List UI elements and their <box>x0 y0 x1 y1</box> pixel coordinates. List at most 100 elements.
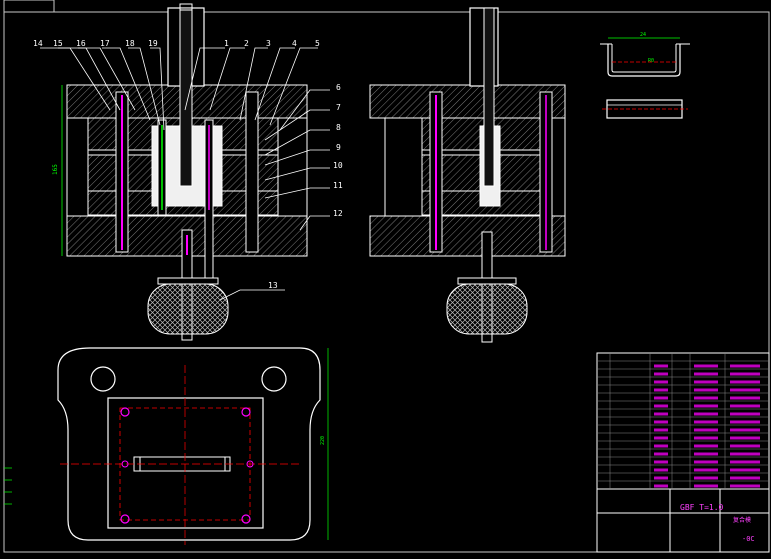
part-label-1: 1 <box>224 39 229 48</box>
title-block-text-mark <box>694 388 718 392</box>
part-label-4: 4 <box>292 39 297 48</box>
corner-box <box>3 0 55 13</box>
title-block-text-mark <box>694 436 718 440</box>
title-block-text-mark <box>654 444 668 448</box>
part-label-9: 9 <box>336 143 341 152</box>
title-block-text-mark <box>730 428 760 432</box>
title-block-text-mark <box>654 364 668 368</box>
side-base-plate <box>369 215 566 257</box>
title-block-text-mark <box>694 420 718 424</box>
title-block: GBF T=1.0 复合模 -0C <box>596 352 770 553</box>
svg-text:R0: R0 <box>648 58 654 64</box>
title-block-text-mark <box>730 388 760 392</box>
side-shank-inner <box>483 7 495 187</box>
title-block-text-mark <box>654 484 668 488</box>
part-label-3: 3 <box>266 39 271 48</box>
height-dimension: 165 <box>52 85 63 256</box>
title-block-text-mark <box>654 404 668 408</box>
sheet-border <box>3 11 770 553</box>
side-buffer-rubber <box>446 283 528 335</box>
title-block-text-mark <box>654 476 668 480</box>
title-block-text-mark <box>654 452 668 456</box>
title-block-text-mark <box>694 476 718 480</box>
corner-mark: -0C <box>742 535 755 543</box>
title-block-text-mark <box>654 428 668 432</box>
part-label-14: 14 <box>33 39 43 48</box>
guide-post-right <box>245 91 259 253</box>
title-block-text-mark <box>694 428 718 432</box>
title-block-text-mark <box>694 396 718 400</box>
drawing-title-label: 复合模 <box>733 516 751 524</box>
part-label-19: 19 <box>148 39 158 48</box>
title-block-text-mark <box>694 404 718 408</box>
side-block-l <box>384 117 423 217</box>
title-block-text-mark <box>730 444 760 448</box>
svg-text:220: 220 <box>320 436 326 445</box>
title-block-text-mark <box>730 468 760 472</box>
buffer-rubber <box>147 283 229 335</box>
side-block-right <box>277 117 308 217</box>
title-block-text-mark <box>654 436 668 440</box>
title-block-text-mark <box>694 484 718 488</box>
part-label-10: 10 <box>333 161 343 170</box>
part-label-2: 2 <box>244 39 249 48</box>
plan-view: 220 <box>4 347 329 545</box>
side-block-r <box>551 117 566 217</box>
title-block-text-mark <box>694 468 718 472</box>
side-top-plate <box>369 84 566 119</box>
side-buffer-nuts <box>457 277 517 285</box>
part-label-13: 13 <box>268 281 278 290</box>
part-label-group: 14 15 16 17 18 19 1 2 3 4 5 6 7 8 9 10 1… <box>33 39 343 290</box>
title-block-text-mark <box>730 364 760 368</box>
title-block-text-mark <box>654 468 668 472</box>
leader-lines <box>40 47 330 301</box>
title-block-text-mark <box>730 420 760 424</box>
title-block-text-mark <box>694 372 718 376</box>
title-block-text-mark <box>730 380 760 384</box>
svg-text:24: 24 <box>640 32 646 38</box>
part-label-16: 16 <box>76 39 86 48</box>
title-block-text-mark <box>730 396 760 400</box>
side-view-right <box>369 7 566 343</box>
part-flat-view <box>602 99 688 119</box>
title-block-text-mark <box>654 460 668 464</box>
title-block-text-mark <box>730 484 760 488</box>
title-block-text-mark <box>654 388 668 392</box>
title-block-text-mark <box>694 380 718 384</box>
title-block-text-mark <box>730 476 760 480</box>
part-label-15: 15 <box>53 39 63 48</box>
part-label-11: 11 <box>333 181 343 190</box>
title-block-text-mark <box>654 412 668 416</box>
title-block-text-mark <box>730 412 760 416</box>
part-label-6: 6 <box>336 83 341 92</box>
title-block-text-mark <box>694 460 718 464</box>
shank-cap <box>179 3 193 11</box>
title-block-text-mark <box>730 460 760 464</box>
shank-inner <box>179 7 193 187</box>
part-label-7: 7 <box>336 103 341 112</box>
part-label-17: 17 <box>100 39 110 48</box>
title-block-text-mark <box>730 436 760 440</box>
title-block-text-mark <box>694 364 718 368</box>
title-block-text-mark <box>694 444 718 448</box>
title-block-text-mark <box>730 452 760 456</box>
title-block-text-mark <box>654 396 668 400</box>
side-block-left <box>66 117 89 217</box>
front-view-left <box>66 3 308 341</box>
title-block-text-mark <box>654 372 668 376</box>
title-block-text-mark <box>694 452 718 456</box>
title-block-text-mark <box>730 372 760 376</box>
part-profile-view: 24 R0 <box>600 32 690 77</box>
part-label-18: 18 <box>125 39 135 48</box>
part-label-12: 12 <box>333 209 343 218</box>
title-block-text-mark <box>654 420 668 424</box>
part-label-5: 5 <box>315 39 320 48</box>
part-code-label: GBF T=1.0 <box>680 503 724 512</box>
buffer-top-nuts <box>157 277 219 285</box>
title-block-text-mark <box>654 380 668 384</box>
part-label-8: 8 <box>336 123 341 132</box>
svg-text:165: 165 <box>52 164 59 175</box>
title-block-text-mark <box>694 412 718 416</box>
